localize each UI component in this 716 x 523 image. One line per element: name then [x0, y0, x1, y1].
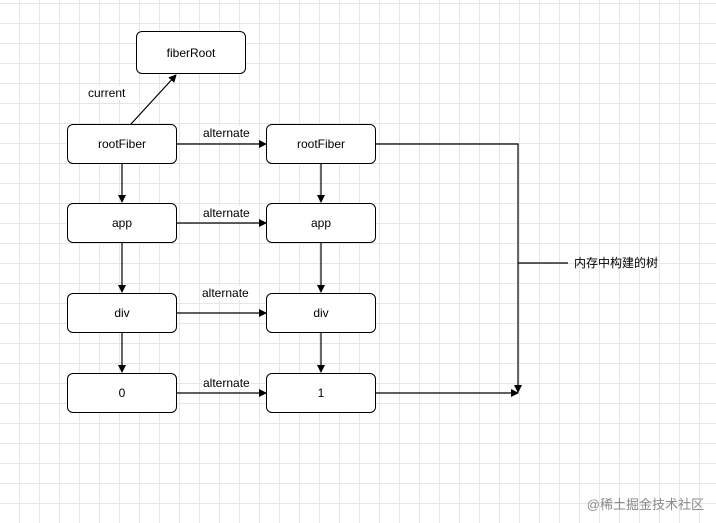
right-root-fiber-node: rootFiber [266, 124, 376, 164]
alternate-label-text: alternate [202, 376, 251, 390]
fiber-root-label: fiberRoot [166, 45, 216, 60]
left-app-label: app [111, 216, 133, 230]
alternate-label-root: alternate [202, 126, 251, 140]
memory-tree-annotation: 内存中构建的树 [574, 256, 659, 270]
left-root-fiber-label: rootFiber [97, 137, 147, 151]
fiber-root-node: fiberRoot [136, 31, 246, 74]
left-div-label: div [114, 306, 130, 320]
left-div-node: div [67, 293, 177, 333]
right-root-fiber-label: rootFiber [296, 137, 346, 151]
watermark-footer: @稀土掘金技术社区 [586, 497, 704, 512]
right-app-node: app [266, 203, 376, 243]
right-div-node: div [266, 293, 376, 333]
right-app-label: app [310, 216, 332, 230]
right-div-label: div [313, 306, 329, 320]
left-app-node: app [67, 203, 177, 243]
alternate-label-app: alternate [202, 206, 251, 220]
right-text-node: 1 [266, 373, 376, 413]
current-edge [123, 74, 177, 132]
bracket-edge-top [376, 143, 522, 393]
alternate-label-div: alternate [201, 286, 250, 300]
left-text-node: 0 [67, 373, 177, 413]
current-edge-label: current [87, 86, 127, 100]
right-text-label: 1 [317, 386, 325, 400]
left-text-label: 0 [118, 386, 126, 400]
left-root-fiber-node: rootFiber [67, 124, 177, 164]
